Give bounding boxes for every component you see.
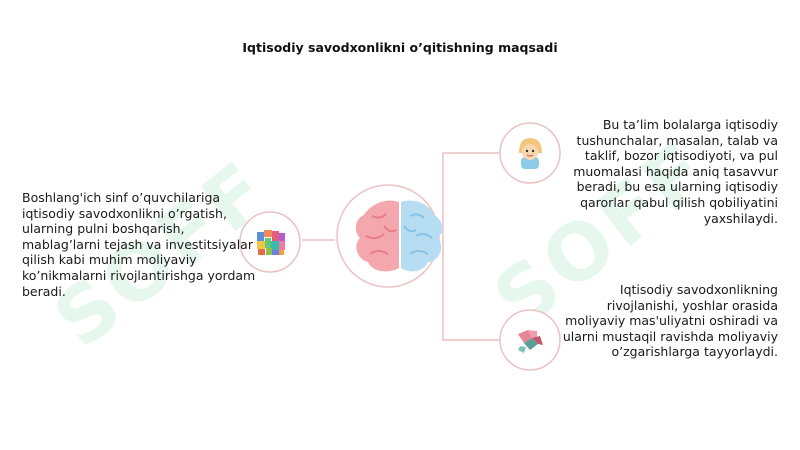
colorful-blocks-icon xyxy=(239,211,301,273)
puzzle-icon xyxy=(499,309,561,371)
right-bottom-description: Iqtisodiy savodxonlikning rivojlanishi, … xyxy=(562,282,778,360)
diagram-title: Iqtisodiy savodxonlikni o’qitishning maq… xyxy=(242,40,558,55)
child-face-icon xyxy=(499,122,561,184)
connector-right xyxy=(435,152,500,341)
brain-icon xyxy=(336,184,443,288)
left-description: Boshlang'ich sinf o’quvchilariga iqtisod… xyxy=(22,190,256,299)
right-top-description: Bu ta’lim bolalarga iqtisodiy tushunchal… xyxy=(573,117,778,226)
